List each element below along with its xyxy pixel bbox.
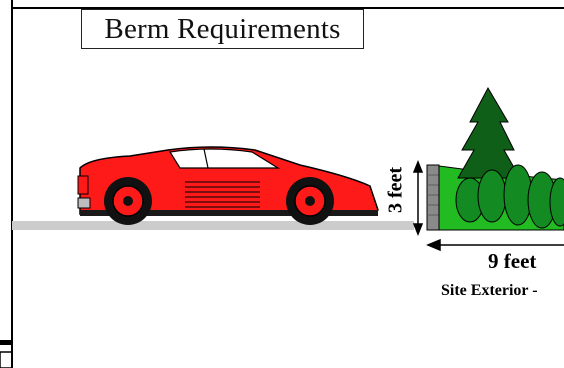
height-dimension-label: 3 feet xyxy=(384,166,407,214)
bush-2 xyxy=(477,169,507,223)
height-dimension-label-wrap: 3 feet xyxy=(383,161,409,219)
width-dimension-arrow xyxy=(426,238,564,252)
frame-corner-box xyxy=(0,351,13,368)
site-exterior-label: Site Exterior - xyxy=(441,282,538,299)
frame-corner-mark xyxy=(0,340,12,345)
tall-pine-tree xyxy=(457,86,521,179)
bush-5 xyxy=(549,177,564,227)
ground-strip xyxy=(12,221,414,230)
car-illustration xyxy=(77,146,379,225)
diagram-title: Berm Requirements xyxy=(104,12,341,45)
height-dimension-arrow xyxy=(412,159,424,237)
title-box: Berm Requirements xyxy=(81,9,364,49)
width-dimension-label: 9 feet xyxy=(488,249,537,273)
